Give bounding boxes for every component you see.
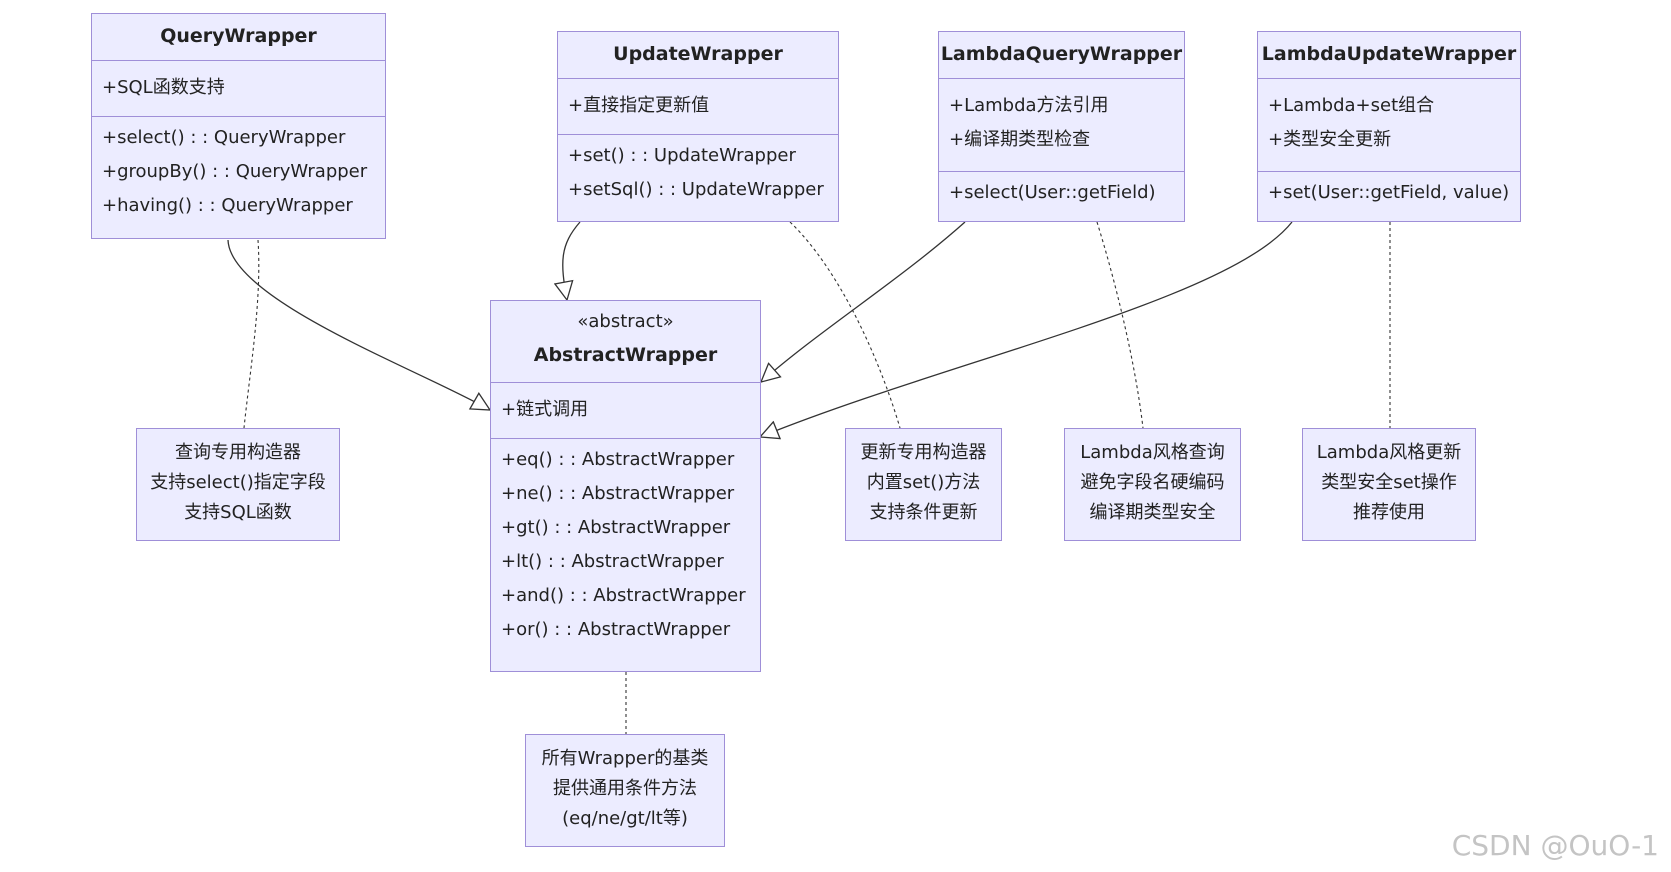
method: +ne() : : AbstractWrapper [501, 483, 735, 504]
attribute-section: +Lambda+set组合 +类型安全更新 [1258, 79, 1520, 172]
note-line: 所有Wrapper的基类 [541, 748, 709, 769]
note-lambda-update-wrapper[interactable]: Lambda风格更新 类型安全set操作 推荐使用 [1302, 428, 1476, 541]
note-line: Lambda风格更新 [1316, 442, 1462, 463]
note-line: 支持SQL函数 [184, 502, 292, 523]
method-section: +set(User::getField, value) [1258, 172, 1520, 218]
class-title: AbstractWrapper [533, 344, 718, 366]
note-line: Lambda风格查询 [1080, 442, 1225, 463]
method-section: +set() : : UpdateWrapper +setSql() : : U… [558, 135, 838, 215]
class-update-wrapper[interactable]: UpdateWrapper +直接指定更新值 +set() : : Update… [557, 31, 839, 222]
class-query-wrapper[interactable]: QueryWrapper +SQL函数支持 +select() : : Quer… [91, 13, 386, 239]
method-section: +select(User::getField) [939, 172, 1184, 218]
class-abstract-wrapper[interactable]: «abstract» AbstractWrapper +链式调用 +eq() :… [490, 300, 761, 672]
method: +eq() : : AbstractWrapper [501, 449, 735, 470]
method: +setSql() : : UpdateWrapper [568, 179, 824, 200]
method: +select(User::getField) [949, 182, 1156, 203]
note-lambda-query-wrapper[interactable]: Lambda风格查询 避免字段名硬编码 编译期类型安全 [1064, 428, 1241, 541]
edge-lupdate-to-abstract [760, 221, 1293, 437]
note-line: 内置set()方法 [866, 472, 981, 493]
note-line: 支持select()指定字段 [150, 472, 326, 493]
attribute: +Lambda+set组合 [1268, 95, 1435, 116]
note-update-wrapper[interactable]: 更新专用构造器 内置set()方法 支持条件更新 [845, 428, 1002, 541]
edge-update-to-abstract [563, 221, 581, 300]
class-title: LambdaUpdateWrapper [1261, 43, 1517, 65]
class-title: UpdateWrapper [613, 43, 783, 65]
note-abstract-wrapper[interactable]: 所有Wrapper的基类 提供通用条件方法 (eq/ne/gt/lt等) [525, 734, 725, 847]
method: +groupBy() : : QueryWrapper [102, 161, 368, 182]
class-title: LambdaQueryWrapper [940, 43, 1183, 65]
method: +set(User::getField, value) [1268, 182, 1510, 203]
attribute: +类型安全更新 [1268, 129, 1392, 150]
attribute: +直接指定更新值 [568, 95, 710, 116]
class-title: QueryWrapper [160, 25, 317, 47]
method: +having() : : QueryWrapper [102, 195, 353, 216]
note-line: 推荐使用 [1353, 502, 1425, 523]
note-line: (eq/ne/gt/lt等) [562, 808, 688, 829]
note-query-wrapper[interactable]: 查询专用构造器 支持select()指定字段 支持SQL函数 [136, 428, 340, 541]
note-line: 类型安全set操作 [1321, 472, 1457, 493]
attribute: +Lambda方法引用 [949, 95, 1109, 116]
class-header: UpdateWrapper [558, 32, 838, 79]
attribute-section: +SQL函数支持 [92, 61, 385, 117]
method-section: +select() : : QueryWrapper +groupBy() : … [92, 117, 385, 231]
method: +and() : : AbstractWrapper [501, 585, 746, 606]
note-line: 提供通用条件方法 [553, 778, 697, 799]
class-header: QueryWrapper [92, 14, 385, 61]
class-header: LambdaUpdateWrapper [1258, 32, 1520, 79]
method: +or() : : AbstractWrapper [501, 619, 731, 640]
note-link-update [789, 221, 901, 429]
attribute-section: +Lambda方法引用 +编译期类型检查 [939, 79, 1184, 172]
note-line: 更新专用构造器 [860, 442, 987, 463]
class-header: «abstract» AbstractWrapper [491, 301, 760, 383]
class-header: LambdaQueryWrapper [939, 32, 1184, 79]
note-line: 支持条件更新 [869, 502, 978, 523]
edge-query-to-abstract [227, 239, 490, 410]
note-line: 避免字段名硬编码 [1080, 472, 1225, 493]
method: +select() : : QueryWrapper [102, 127, 346, 148]
attribute-section: +直接指定更新值 [558, 79, 838, 135]
method: +set() : : UpdateWrapper [568, 145, 796, 166]
attribute: +编译期类型检查 [949, 129, 1091, 150]
note-link-query [243, 239, 260, 429]
class-lambda-query-wrapper[interactable]: LambdaQueryWrapper +Lambda方法引用 +编译期类型检查 … [938, 31, 1185, 222]
method: +lt() : : AbstractWrapper [501, 551, 724, 572]
watermark: CSDN @OuO-1 [1451, 829, 1659, 862]
method: +gt() : : AbstractWrapper [501, 517, 731, 538]
attribute: +SQL函数支持 [102, 77, 225, 98]
attribute-section: +链式调用 [491, 383, 760, 439]
attribute: +链式调用 [501, 399, 589, 420]
class-lambda-update-wrapper[interactable]: LambdaUpdateWrapper +Lambda+set组合 +类型安全更… [1257, 31, 1521, 222]
method-section: +eq() : : AbstractWrapper +ne() : : Abst… [491, 439, 760, 655]
note-line: 编译期类型安全 [1089, 502, 1216, 523]
edge-lquery-to-abstract [761, 221, 966, 382]
class-stereotype: «abstract» [577, 311, 674, 332]
note-link-lquery [1096, 221, 1144, 429]
note-line: 查询专用构造器 [175, 442, 301, 463]
